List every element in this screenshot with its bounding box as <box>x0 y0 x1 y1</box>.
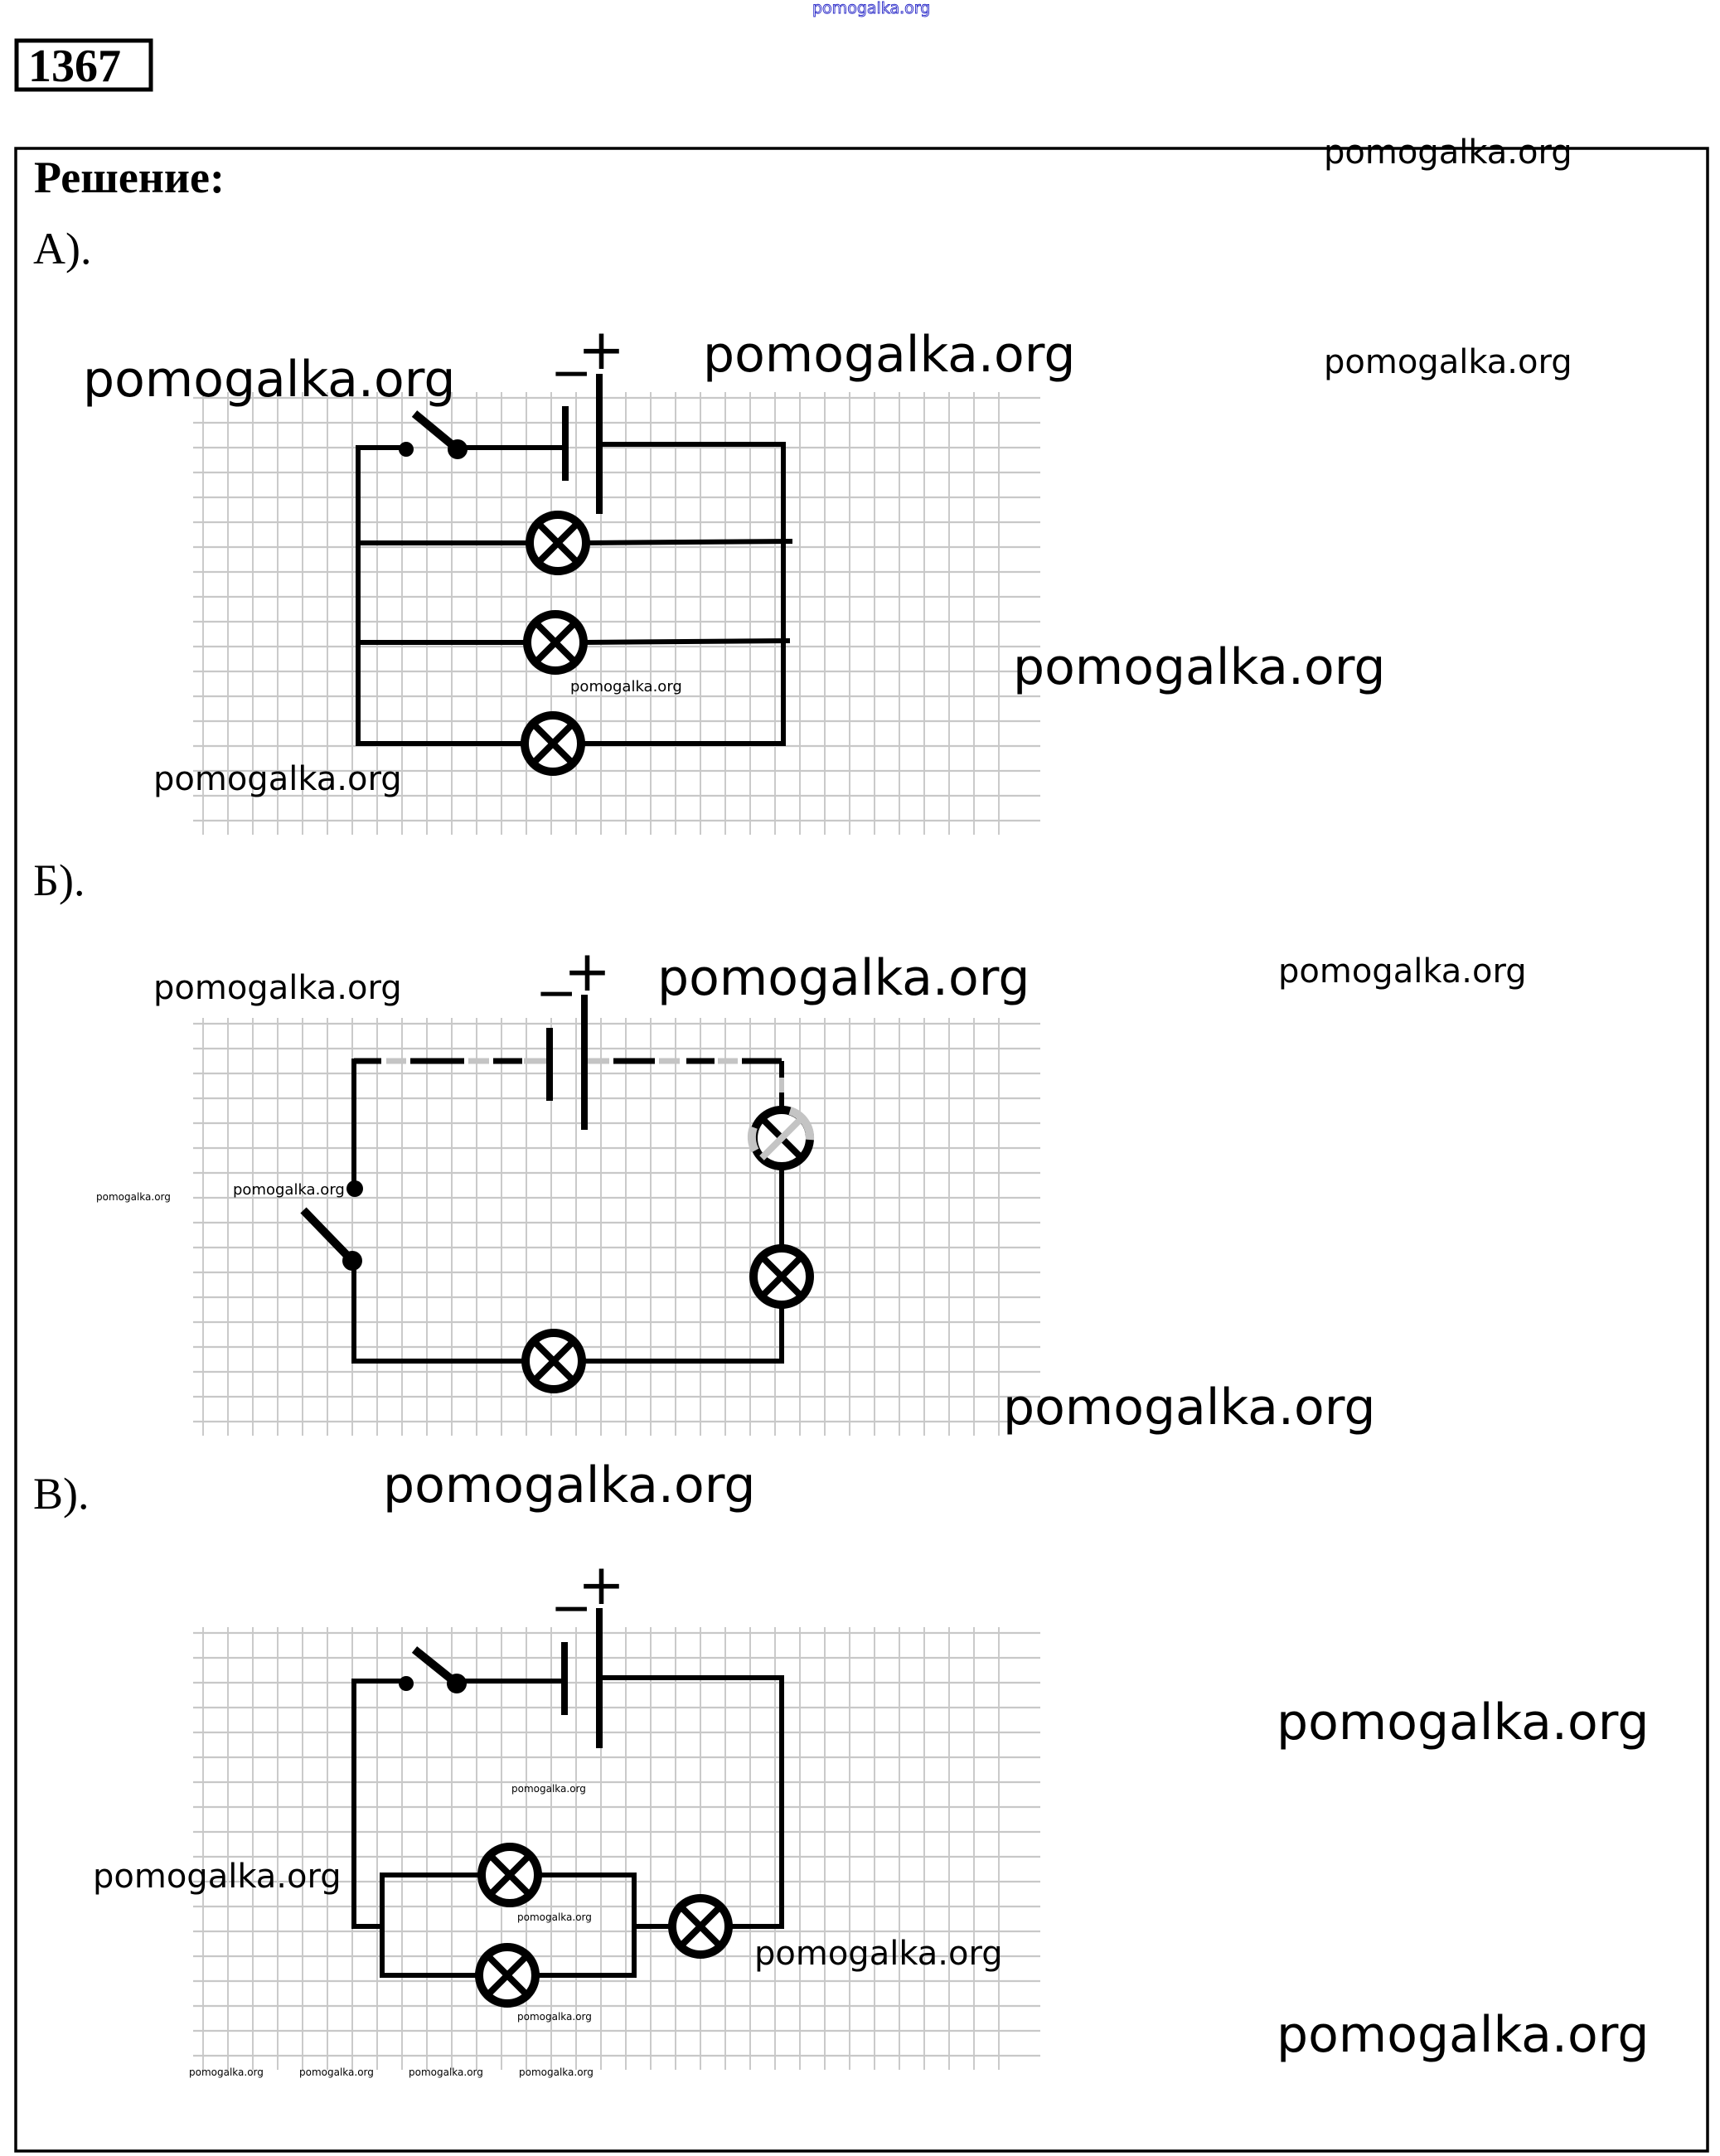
top-watermark: pomogalka.org <box>812 0 930 17</box>
switch-pivot <box>448 439 468 459</box>
watermark: pomogalka.org <box>409 2066 483 2078</box>
watermark: pomogalka.org <box>517 1911 592 1923</box>
task-number: 1367 <box>28 41 121 92</box>
lamp-ring-faded <box>747 1126 759 1153</box>
part-b-label: Б). <box>33 855 85 905</box>
wire-left <box>351 1679 409 1929</box>
lamp-cross <box>678 1904 723 1949</box>
battery-plus-sign-c: + <box>578 1553 625 1618</box>
watermark: pomogalka.org <box>703 326 1075 384</box>
circuit-diagram-b <box>300 995 815 1393</box>
switch-pivot <box>342 1251 362 1271</box>
wire-right-lower <box>579 1302 784 1364</box>
watermark: pomogalka.org <box>570 678 682 695</box>
lamp-icon <box>475 1943 540 2008</box>
watermark: pomogalka.org <box>299 2066 374 2078</box>
watermark: pomogalka.org <box>754 1935 1003 1973</box>
solution-frame <box>14 147 1709 2153</box>
part-a-label: А). <box>33 224 91 274</box>
wire-parallel-left <box>380 1873 484 1978</box>
watermark: pomogalka.org <box>383 1456 755 1514</box>
switch-lever <box>300 1207 356 1264</box>
watermark: pomogalka.org <box>1013 638 1385 696</box>
watermark: pomogalka.org <box>83 351 455 409</box>
watermark: pomogalka.org <box>1324 133 1572 172</box>
watermark: pomogalka.org <box>93 1858 342 1896</box>
watermark: pomogalka.org <box>517 2011 592 2023</box>
watermark: pomogalka.org <box>519 2066 594 2078</box>
wire-left <box>356 445 527 746</box>
wire-left-lower <box>351 1258 528 1364</box>
wire-branch <box>580 637 791 646</box>
battery-minus-sign-c: − <box>550 1579 592 1637</box>
bottom-watermark-row: pomogalka.org pomogalka.org pomogalka.org p… <box>189 2066 594 2078</box>
graph-paper-grid-b <box>193 1018 1040 1436</box>
battery-minus-sign-a: − <box>550 344 592 402</box>
lamp-icon <box>521 711 585 776</box>
graph-paper-grid-a <box>193 392 1040 835</box>
switch-icon <box>300 1180 363 1271</box>
lamp-cross <box>759 1254 804 1299</box>
part-c-label: В). <box>33 1469 90 1519</box>
watermark: pomogalka.org <box>233 1181 345 1199</box>
switch-contact <box>399 1676 414 1691</box>
battery-icon <box>562 374 603 514</box>
watermark: pomogalka.org <box>1003 1378 1375 1437</box>
switch-icon <box>399 410 468 459</box>
switch-icon <box>399 1646 467 1693</box>
lamp-icon <box>521 1329 586 1393</box>
watermark: pomogalka.org <box>96 1191 171 1203</box>
battery-icon <box>561 1608 603 1748</box>
lamp-cross <box>531 1339 576 1383</box>
wire-right <box>579 442 786 746</box>
battery-plus-sign-b: + <box>564 939 611 1005</box>
switch-contact <box>346 1180 363 1197</box>
battery-plus-sign-a: + <box>578 317 625 383</box>
watermark: pomogalka.org <box>511 1783 586 1795</box>
solution-title: Решение: <box>34 153 225 202</box>
wire-parallel-right <box>533 1873 637 1978</box>
switch-pivot <box>447 1674 467 1693</box>
lamp-cross-faded <box>759 1116 804 1160</box>
watermark: pomogalka.org <box>1277 2006 1649 2064</box>
lamp-cross <box>487 1853 532 1897</box>
circuit-diagram-a <box>356 374 793 776</box>
watermark: pomogalka.org <box>153 969 402 1007</box>
lamp-ring-faded <box>788 1107 815 1141</box>
lamp-cross <box>485 1953 530 1998</box>
watermark: pomogalka.org <box>189 2066 264 2078</box>
lamp-icon <box>526 511 590 575</box>
watermark: pomogalka.org <box>657 949 1030 1007</box>
lamp-cross <box>535 521 580 565</box>
lamp-icon <box>747 1106 815 1170</box>
switch-contact <box>399 442 414 457</box>
graph-paper-grid-c <box>193 1627 1040 2070</box>
lamp-icon <box>523 610 588 675</box>
task-number-frame <box>14 38 153 92</box>
lamp-cross <box>531 721 575 766</box>
watermark: pomogalka.org <box>1278 952 1527 991</box>
watermark: pomogalka.org <box>1277 1693 1649 1751</box>
circuit-diagram-c <box>351 1608 784 2008</box>
task-number-box: 1367 <box>14 38 153 92</box>
lamp-cross <box>533 620 578 665</box>
battery-minus-sign-b: − <box>535 964 577 1022</box>
wire-right <box>597 1675 784 1929</box>
lamp-icon <box>668 1894 733 1959</box>
lamp-icon <box>477 1843 542 1907</box>
watermark: pomogalka.org <box>153 760 402 798</box>
lamp-icon <box>749 1244 814 1309</box>
wire-branch <box>583 538 793 546</box>
battery-icon <box>546 995 588 1130</box>
watermark: pomogalka.org <box>1324 343 1572 381</box>
